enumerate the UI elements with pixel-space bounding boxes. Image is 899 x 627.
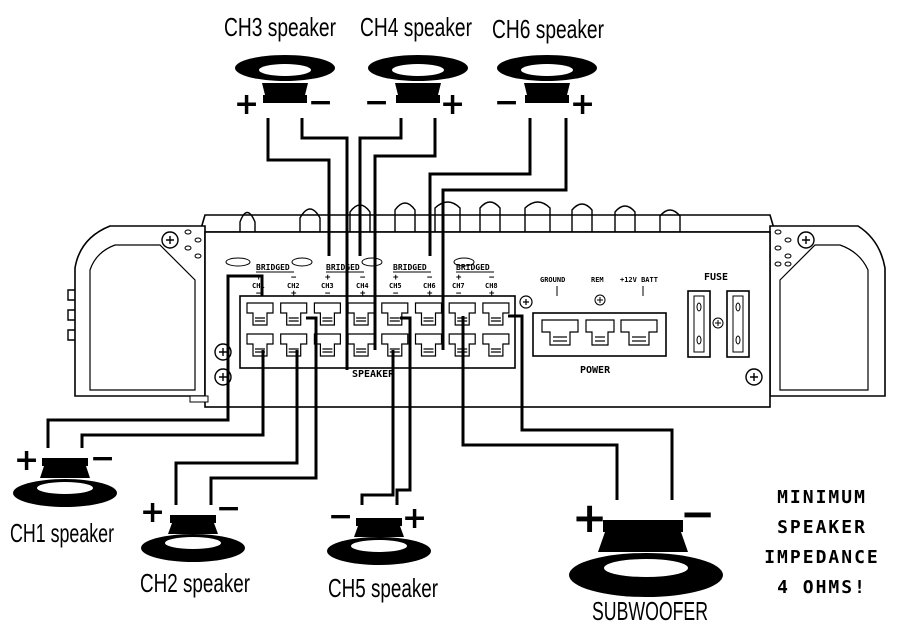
svg-text:−: − — [256, 289, 262, 299]
terminal-8-bottom — [482, 333, 510, 357]
ch4-plus-sign: + — [440, 87, 465, 122]
svg-text:−: − — [291, 273, 297, 283]
fuse-block: FUSE — [687, 272, 750, 358]
channel-label-ch3: CH3 — [321, 282, 334, 290]
bridged-label-3: BRIDGED — [393, 263, 427, 272]
impedance-note: MINIMUM SPEAKER IMPEDANCE 4 OHMS! — [764, 487, 880, 598]
note-line-2: SPEAKER — [777, 517, 867, 538]
polarity-signs: + − − + − + + − + − − + + − — [14, 85, 715, 542]
terminal-7-top — [448, 302, 476, 326]
bridged-labels: BRIDGED BRIDGED BRIDGED BRIDGED — [256, 263, 494, 273]
ch2-speaker-label: CH2 speaker — [140, 568, 250, 598]
channel-label-ch6: CH6 — [423, 282, 436, 290]
ch4-minus-sign: − — [364, 85, 389, 120]
svg-text:+: + — [489, 289, 495, 299]
channel-label-ch8: CH8 — [485, 282, 498, 290]
bridged-label-1: BRIDGED — [256, 263, 290, 272]
speaker-ch3 — [235, 55, 335, 103]
channel-label-ch5: CH5 — [389, 282, 402, 290]
speaker-terminal-block: SPEAKER — [239, 295, 516, 380]
svg-text:+: + — [393, 273, 399, 283]
speaker-labels: CH3 speaker CH4 speaker CH6 speaker CH1 … — [10, 12, 708, 626]
wires — [46, 118, 674, 505]
ch5-minus-sign: − — [328, 499, 353, 534]
speaker-ch2 — [141, 515, 245, 562]
terminal-8-top — [482, 302, 510, 326]
ch1-plus-sign: + — [14, 443, 39, 478]
speaker-subwoofer — [569, 520, 723, 597]
svg-text:−: − — [427, 273, 433, 283]
ground-label: GROUND — [540, 276, 565, 284]
channel-label-ch1: CH1 — [252, 282, 265, 290]
terminal-2-top — [280, 302, 308, 326]
svg-text:−: − — [489, 273, 495, 283]
ch2-minus-sign: − — [216, 491, 241, 526]
ch1-speaker-label: CH1 speaker — [10, 518, 114, 548]
sub-plus-sign: + — [572, 493, 607, 542]
svg-text:+: + — [360, 289, 366, 299]
sub-minus-sign: − — [680, 489, 715, 538]
ch3-speaker-label: CH3 speaker — [224, 12, 336, 42]
channel-label-ch4: CH4 — [356, 282, 369, 290]
rem-label: REM — [591, 276, 604, 284]
ch6-plus-sign: + — [570, 87, 595, 122]
svg-text:−: − — [393, 289, 399, 299]
svg-text:−: − — [360, 273, 366, 283]
ch2-plus-sign: + — [140, 495, 165, 530]
terminal-3-top — [313, 302, 341, 326]
ch3-plus-sign: + — [234, 87, 259, 122]
channel-labels: CH1 CH2 CH3 CH4 CH5 CH6 CH7 CH8 + − − + + −… — [252, 273, 498, 299]
power-terminal-block: GROUND REM +12V BATT POWER — [532, 276, 667, 376]
fuse-label: FUSE — [704, 272, 728, 283]
power-block-label: POWER — [580, 365, 611, 376]
channel-label-ch2: CH2 — [287, 282, 300, 290]
speaker-ch5 — [327, 518, 431, 565]
svg-text:+: + — [256, 273, 262, 283]
bridged-label-2: BRIDGED — [326, 263, 360, 272]
svg-text:+: + — [456, 273, 462, 283]
terminal-1-top — [246, 302, 274, 326]
speaker-block-label: SPEAKER — [352, 369, 395, 380]
note-line-3: IMPEDANCE — [764, 547, 880, 568]
note-line-4: 4 OHMS! — [777, 577, 867, 598]
terminal-2-bottom — [280, 333, 308, 357]
svg-text:+: + — [427, 289, 433, 299]
subwoofer-label: SUBWOOFER — [592, 596, 708, 626]
speaker-ch6 — [497, 55, 597, 103]
channel-label-ch7: CH7 — [452, 282, 465, 290]
svg-text:+: + — [325, 273, 331, 283]
bridged-label-4: BRIDGED — [456, 263, 490, 272]
speaker-ch1 — [13, 458, 117, 507]
terminal-1-bottom — [246, 333, 274, 357]
speaker-ch4 — [368, 55, 468, 103]
svg-text:−: − — [325, 289, 331, 299]
svg-text:−: − — [456, 289, 462, 299]
ch3-minus-sign: − — [308, 85, 333, 120]
svg-text:+: + — [291, 289, 297, 299]
ch6-speaker-label: CH6 speaker — [492, 14, 604, 44]
batt-label: +12V BATT — [620, 276, 658, 284]
ch4-speaker-label: CH4 speaker — [360, 12, 472, 42]
terminal-5-bottom — [381, 333, 409, 357]
ch5-plus-sign: + — [402, 501, 427, 536]
ch6-minus-sign: − — [494, 85, 519, 120]
ch1-minus-sign: − — [90, 441, 115, 476]
ch5-speaker-label: CH5 speaker — [328, 573, 438, 603]
note-line-1: MINIMUM — [777, 487, 867, 508]
